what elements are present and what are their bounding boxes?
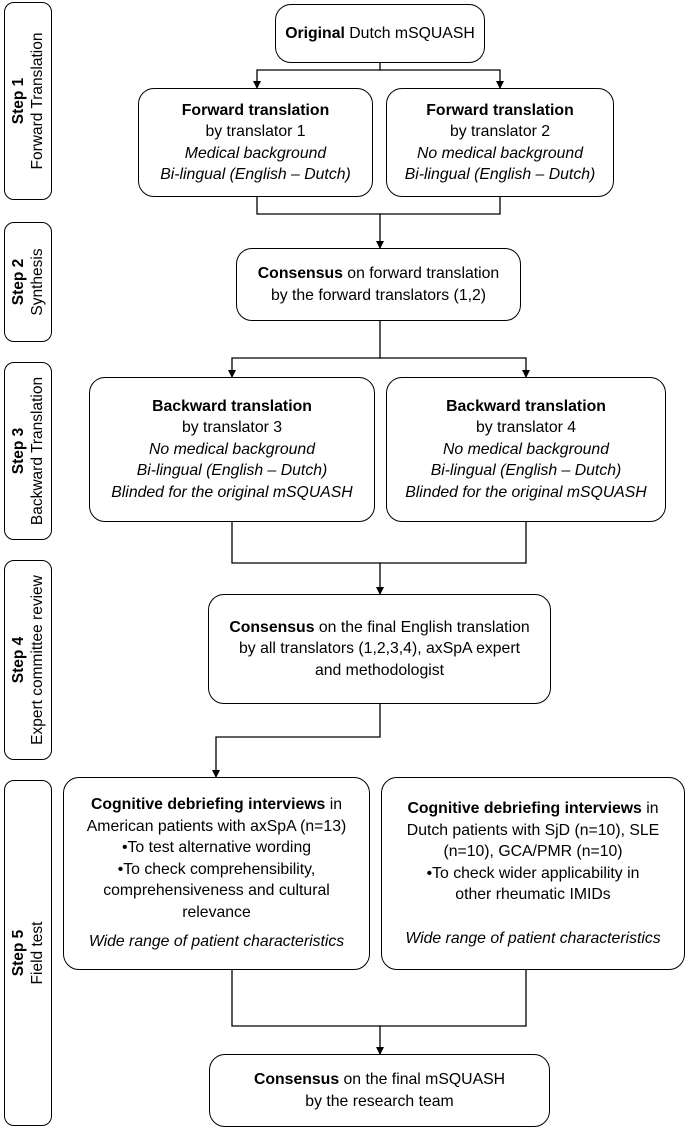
field1-bullet2c: relevance [182,903,251,921]
field1-bullet1: •To test alternative wording [121,839,312,857]
back2-blinded: Blinded for the original mSQUASH [405,483,647,501]
arrow-original-fwd1 [253,63,381,89]
original-rest: Dutch mSQUASH [344,24,475,42]
final-bold: Consensus [253,1071,340,1088]
field1-bullet2a: •To check comprehensibility, [117,860,316,878]
fwd1-language: Bi-lingual (English – Dutch) [160,166,351,183]
field2-bold: Cognitive debriefing interviews [407,800,642,817]
back1-language: Bi-lingual (English – Dutch) [136,462,328,480]
field2-note: Wide range of patient characteristics [405,929,661,947]
original-bold: Original [285,24,345,42]
final-consensus-box: Consensus on the final mSQUASH by the re… [209,1054,550,1127]
forward-translation-2-box: Forward translation by translator 2 No m… [386,88,614,197]
field2-rest: in [641,800,659,817]
back1-background: No medical background [149,440,315,458]
field1-bold: Cognitive debriefing interviews [90,796,326,814]
synthesis-line2: by the forward translators (1,2) [270,286,487,304]
fwd2-title: Forward translation [426,101,574,119]
arrow-synthesis-back1 [228,321,381,378]
field2-line2: Dutch patients with SjD (n=10), SLE [406,821,660,839]
final-line2: by the research team [305,1092,454,1110]
arrow-expert-field1 [212,704,381,778]
fwd1-by: by translator 1 [205,123,306,140]
fwd1-title: Forward translation [181,101,330,119]
backward-translation-1-box: Backward translation by translator 3 No … [89,377,375,522]
fwd2-language: Bi-lingual (English – Dutch) [404,166,596,183]
field-test-2-box: Cognitive debriefing interviews in Dutch… [381,777,685,970]
forward-translation-1-box: Forward translation by translator 1 Medi… [138,88,373,197]
back2-background: No medical background [443,440,609,458]
field2-line3: (n=10), GCA/PMR (n=10) [443,843,623,860]
arrow-back-expert [231,522,384,595]
field1-note: Wide range of patient characteristics [88,933,345,951]
original-box: Original Dutch mSQUASH [275,4,485,63]
fwd1-background: Medical background [184,144,327,162]
synthesis-box: Consensus on forward translation by the … [236,248,521,321]
arrow-synthesis-back2 [380,357,530,378]
back1-title: Backward translation [152,397,312,415]
arrow-fwd-synthesis [256,197,384,249]
field1-rest: in [325,796,343,814]
field1-bullet2b: comprehensiveness and cultural [103,882,330,900]
field-test-1-box: Cognitive debriefing interviews in Ameri… [63,777,370,970]
expert-line3: and methodologist [314,661,445,679]
back2-title: Backward translation [446,397,606,415]
arrow-original-fwd2 [380,69,504,89]
back1-by: by translator 3 [181,419,283,437]
back1-blinded: Blinded for the original mSQUASH [111,483,353,501]
back2-language: Bi-lingual (English – Dutch) [430,462,622,480]
field2-bullet1b: other rheumatic IMIDs [455,886,611,903]
field2-bullet1a: •To check wider applicability in [426,864,640,882]
back2-by: by translator 4 [475,419,577,437]
expert-line2: by all translators (1,2,3,4), axSpA expe… [239,640,520,658]
expert-rest: on the final English translation [314,618,530,636]
arrow-fields-final [231,970,384,1055]
backward-translation-2-box: Backward translation by translator 4 No … [386,377,666,522]
final-rest: on the final mSQUASH [339,1071,506,1088]
expert-bold: Consensus [229,618,315,636]
expert-committee-box: Consensus on the final English translati… [208,594,551,704]
fwd2-background: No medical background [417,144,583,162]
synthesis-bold: Consensus [257,265,343,282]
field1-line2: American patients with axSpA (n=13) [86,817,347,835]
fwd2-by: by translator 2 [449,123,551,140]
synthesis-rest: on forward translation [342,265,500,282]
